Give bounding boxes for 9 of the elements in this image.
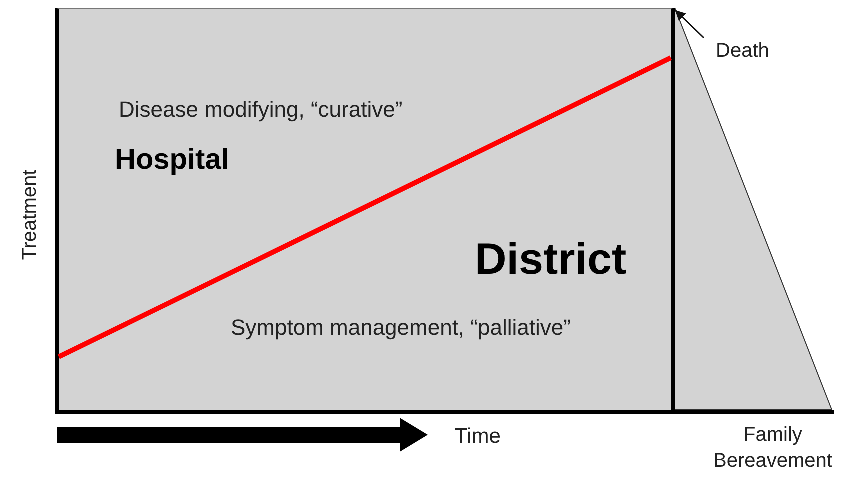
region-note: Symptom management, “palliative” — [231, 314, 571, 342]
axis-label: Treatment — [18, 170, 42, 260]
phase-label: Family Bereavement — [712, 423, 834, 474]
region-label: District — [475, 234, 627, 286]
axis-label: Time — [455, 424, 501, 450]
region-label: Hospital — [115, 143, 230, 178]
event-label: Death — [716, 36, 770, 66]
region-note: Disease modifying, “curative” — [119, 96, 403, 124]
pointer-arrow — [675, 10, 705, 39]
